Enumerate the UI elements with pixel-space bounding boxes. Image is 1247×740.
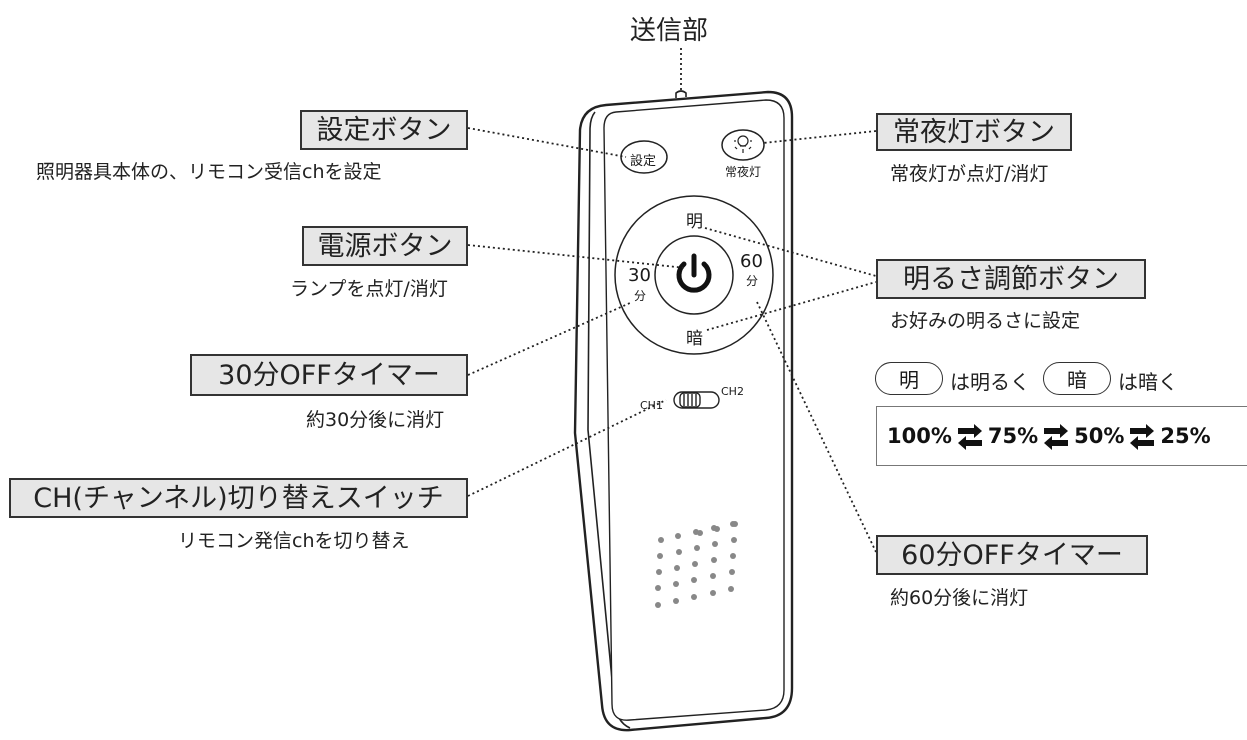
- level-100: 100%: [887, 424, 952, 448]
- bulb-icon: [734, 135, 752, 153]
- settings-key: [620, 140, 668, 174]
- brightness-button-callout: 明るさ調節ボタン: [876, 259, 1146, 299]
- level-25: 25%: [1160, 424, 1211, 448]
- power-button-desc: ランプを点灯/消灯: [290, 278, 448, 300]
- dark-note-text: は暗く: [1118, 370, 1178, 394]
- bright-key-label[interactable]: 明: [686, 212, 703, 232]
- level-75: 75%: [987, 424, 1039, 448]
- ch-switch-callout: CH(チャンネル)切り替えスイッチ: [9, 478, 468, 518]
- dark-key-label[interactable]: 暗: [686, 329, 703, 349]
- nightlight-button-callout: 常夜灯ボタン: [876, 113, 1072, 151]
- power-button-callout: 電源ボタン: [302, 226, 468, 266]
- timer60-desc: 約60分後に消灯: [890, 587, 1029, 609]
- transmitter-label: 送信部: [630, 16, 709, 46]
- swap-arrow-icon: [1130, 423, 1155, 450]
- bright-key-pill: 明: [875, 362, 943, 395]
- ch-switch-slider: [673, 391, 720, 409]
- leader-dark: [706, 281, 877, 331]
- dark-key-pill: 暗: [1043, 362, 1111, 395]
- leader-power: [467, 244, 687, 269]
- leader-settings: [467, 127, 627, 158]
- ch1-label: CH1: [640, 399, 663, 412]
- ch2-label: CH2: [721, 385, 744, 398]
- remote-front-face: [603, 99, 785, 721]
- nightlight-button-desc: 常夜灯が点灯/消灯: [890, 163, 1049, 185]
- leader-ch-switch: [467, 399, 667, 497]
- power-icon: [676, 253, 712, 293]
- swap-arrow-icon: [957, 423, 982, 450]
- level-50: 50%: [1074, 424, 1125, 448]
- leader-timer60: [756, 301, 877, 553]
- timer30-key-unit: 分: [634, 289, 647, 303]
- nightlight-key-label[interactable]: 常夜灯: [725, 165, 762, 179]
- bright-note-text: は明るく: [950, 370, 1030, 394]
- nightlight-key: [721, 129, 765, 161]
- brightness-levels: 100% 75% 50% 25%: [876, 406, 1247, 466]
- leader-lines: [467, 48, 877, 553]
- speaker-grille: [655, 521, 738, 608]
- timer30-key-number[interactable]: 30: [628, 265, 651, 286]
- settings-key-label[interactable]: 設定: [630, 154, 657, 169]
- brightness-button-desc: お好みの明るさに設定: [890, 310, 1081, 332]
- swap-arrow-icon: [1044, 423, 1069, 450]
- remote-side-face: [587, 111, 631, 729]
- timer60-callout: 60分OFFタイマー: [876, 535, 1148, 575]
- settings-button-callout: 設定ボタン: [300, 110, 468, 150]
- timer30-callout: 30分OFFタイマー: [190, 354, 468, 396]
- leader-nightlight: [762, 130, 877, 144]
- settings-button-desc: 照明器具本体の、リモコン受信chを設定: [36, 161, 382, 183]
- transmitter-tip: [675, 90, 687, 98]
- ch-switch-desc: リモコン発信chを切り替え: [178, 530, 410, 552]
- timer60-key-unit: 分: [746, 274, 759, 288]
- timer60-key-number[interactable]: 60: [740, 251, 763, 272]
- timer30-desc: 約30分後に消灯: [306, 409, 445, 431]
